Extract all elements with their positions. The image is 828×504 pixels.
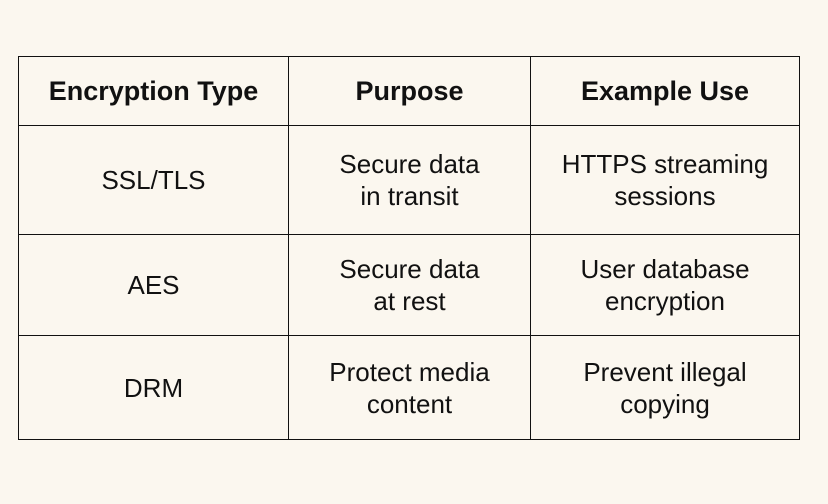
cell-encryption-type: SSL/TLS	[18, 125, 289, 235]
table-row: DRM Protect media content Prevent illega…	[18, 335, 800, 440]
table-header-row: Encryption Type Purpose Example Use	[18, 56, 800, 126]
cell-example-use: Prevent illegal copying	[530, 335, 800, 440]
encryption-table: Encryption Type Purpose Example Use SSL/…	[18, 56, 800, 440]
encryption-table-container: Encryption Type Purpose Example Use SSL/…	[18, 56, 800, 440]
header-example-use: Example Use	[530, 56, 800, 126]
cell-purpose: Secure data at rest	[288, 234, 531, 336]
cell-purpose: Secure data in transit	[288, 125, 531, 235]
table-row: AES Secure data at rest User database en…	[18, 234, 800, 336]
table-row: SSL/TLS Secure data in transit HTTPS str…	[18, 125, 800, 235]
cell-example-use: HTTPS streaming sessions	[530, 125, 800, 235]
header-encryption-type: Encryption Type	[18, 56, 289, 126]
cell-purpose: Protect media content	[288, 335, 531, 440]
header-purpose: Purpose	[288, 56, 531, 126]
cell-example-use: User database encryption	[530, 234, 800, 336]
cell-encryption-type: DRM	[18, 335, 289, 440]
cell-encryption-type: AES	[18, 234, 289, 336]
